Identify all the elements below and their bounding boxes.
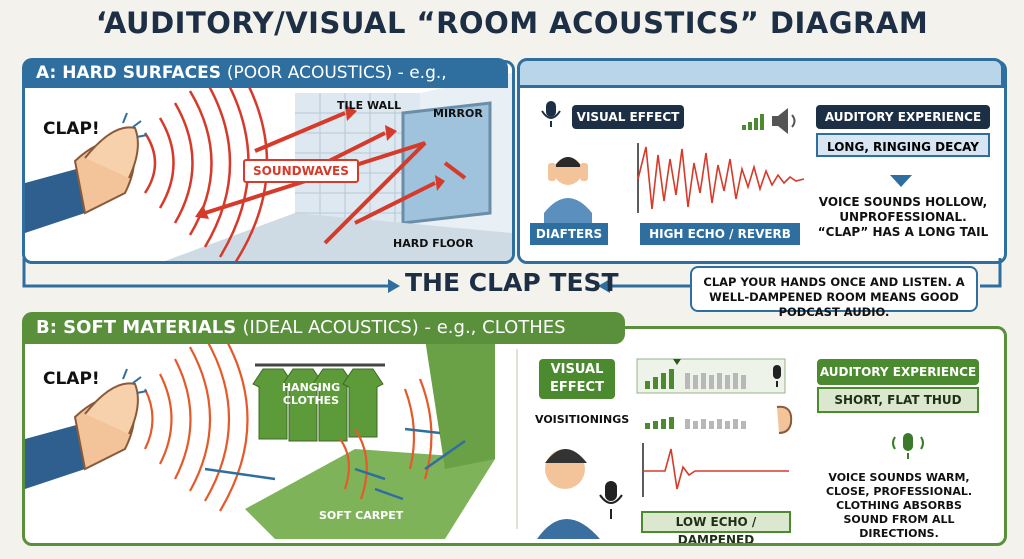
clapping-hands-icon: [25, 382, 139, 489]
volume-bars-icon: [742, 114, 764, 130]
panel-a-right-header-bar: [517, 58, 1004, 88]
panel-a-description: VOICE SOUNDS HOLLOW, UNPROFESSIONAL. “CL…: [817, 195, 989, 239]
clap-test-label: THE CLAP TEST: [405, 268, 619, 297]
floor-shape: [165, 213, 512, 261]
voisitionings-label: VOISITIONINGS: [535, 413, 630, 426]
clap-burst-lines: [122, 112, 148, 138]
carpet-shape: [245, 449, 495, 539]
mirror-label: MIRROR: [433, 107, 483, 120]
panel-a-right-effects: VISUAL EFFECT DIAFTERS HIGH ECHO / REVER…: [517, 60, 1007, 264]
hanging-clothes-icon: [252, 368, 384, 442]
auditory-experience-title: AUDITORY EXPERIENCE: [817, 359, 979, 385]
speaking-person-icon: [537, 449, 600, 539]
page-title: ‘AUDITORY/VISUAL “ROOM ACOUSTICS” DIAGRA…: [95, 6, 929, 40]
panel-b-heading: B: SOFT MATERIALS (IDEAL ACOUSTICS) - e.…: [22, 312, 625, 370]
level-meter-2: [645, 417, 746, 429]
ear-icon: [776, 405, 793, 434]
panel-a-heading: A: HARD SURFACES (POOR ACOUSTICS) - e.g.…: [22, 58, 508, 113]
tile-wall-label: TILE WALL: [337, 99, 402, 112]
microphone-sound-icon: [892, 433, 924, 459]
visual-effect-badge: VISUAL EFFECT: [539, 359, 615, 399]
soundwaves-label: SOUNDWAVES: [243, 159, 359, 183]
clap-label: CLAP!: [43, 119, 100, 139]
panel-b-heading-main: B: SOFT MATERIALS: [36, 317, 237, 338]
auditory-experience-value: SHORT, FLAT THUD: [817, 387, 979, 413]
closet-wall-shape: [425, 339, 495, 469]
echo-label: LOW ECHO / DAMPENED: [641, 511, 791, 543]
clap-test-note: CLAP YOUR HANDS ONCE AND LISTEN. A WELL-…: [690, 266, 978, 319]
microphone-icon: [773, 365, 781, 387]
hard-floor-label: HARD FLOOR: [393, 237, 474, 250]
echo-label: HIGH ECHO / REVERB: [640, 223, 800, 245]
dampened-waveform: [642, 443, 789, 497]
speaker-icon: [772, 108, 796, 134]
auditory-experience-value: LONG, RINGING DECAY: [816, 133, 990, 157]
clap-burst-lines: [122, 368, 148, 394]
panel-b-description: VOICE SOUNDS WARM, CLOSE, PROFESSIONAL. …: [825, 471, 973, 540]
person-caption: DIAFTERS: [530, 223, 608, 245]
panel-a-right-graphics: [541, 101, 912, 223]
clap-test-connectors: [22, 258, 1002, 293]
clapping-hands-icon: [25, 126, 139, 233]
hanging-clothes-label: HANGING CLOTHES: [281, 381, 341, 407]
microphone-icon: [541, 101, 561, 127]
down-arrow-icon: [890, 175, 912, 187]
auditory-experience-title: AUDITORY EXPERIENCE: [816, 105, 990, 129]
clap-label: CLAP!: [43, 369, 100, 389]
visual-effect-badge: VISUAL EFFECT: [572, 105, 684, 129]
distressed-person-icon: [544, 157, 592, 223]
arrow-heads: [195, 105, 445, 219]
panel-a-heading-sub: (POOR ACOUSTICS) - e.g., BATHROOM: [36, 63, 447, 113]
arrow-right-icon: [388, 279, 400, 293]
panel-a-hard-surfaces: CLAP! TILE WALL MIRROR SOUNDWAVES HARD F…: [22, 60, 515, 264]
microphone-icon: [599, 481, 623, 519]
absorption-arrows: [204, 427, 466, 501]
arrow-left-icon: [598, 279, 610, 293]
bathroom-illustration: [25, 63, 512, 261]
reverb-waveform: [637, 143, 805, 213]
panel-b-soft-materials: CLAP! HANGING CLOTHES SOFT CARPET VISUAL…: [22, 326, 1007, 546]
soft-carpet-label: SOFT CARPET: [319, 509, 404, 522]
level-meter-1: [636, 358, 786, 394]
panel-b-heading-sub: (IDEAL ACOUSTICS) - e.g., CLOTHES CLOSET: [36, 317, 566, 370]
closet-illustration: [25, 329, 924, 539]
panel-a-heading-main: A: HARD SURFACES: [36, 63, 221, 83]
